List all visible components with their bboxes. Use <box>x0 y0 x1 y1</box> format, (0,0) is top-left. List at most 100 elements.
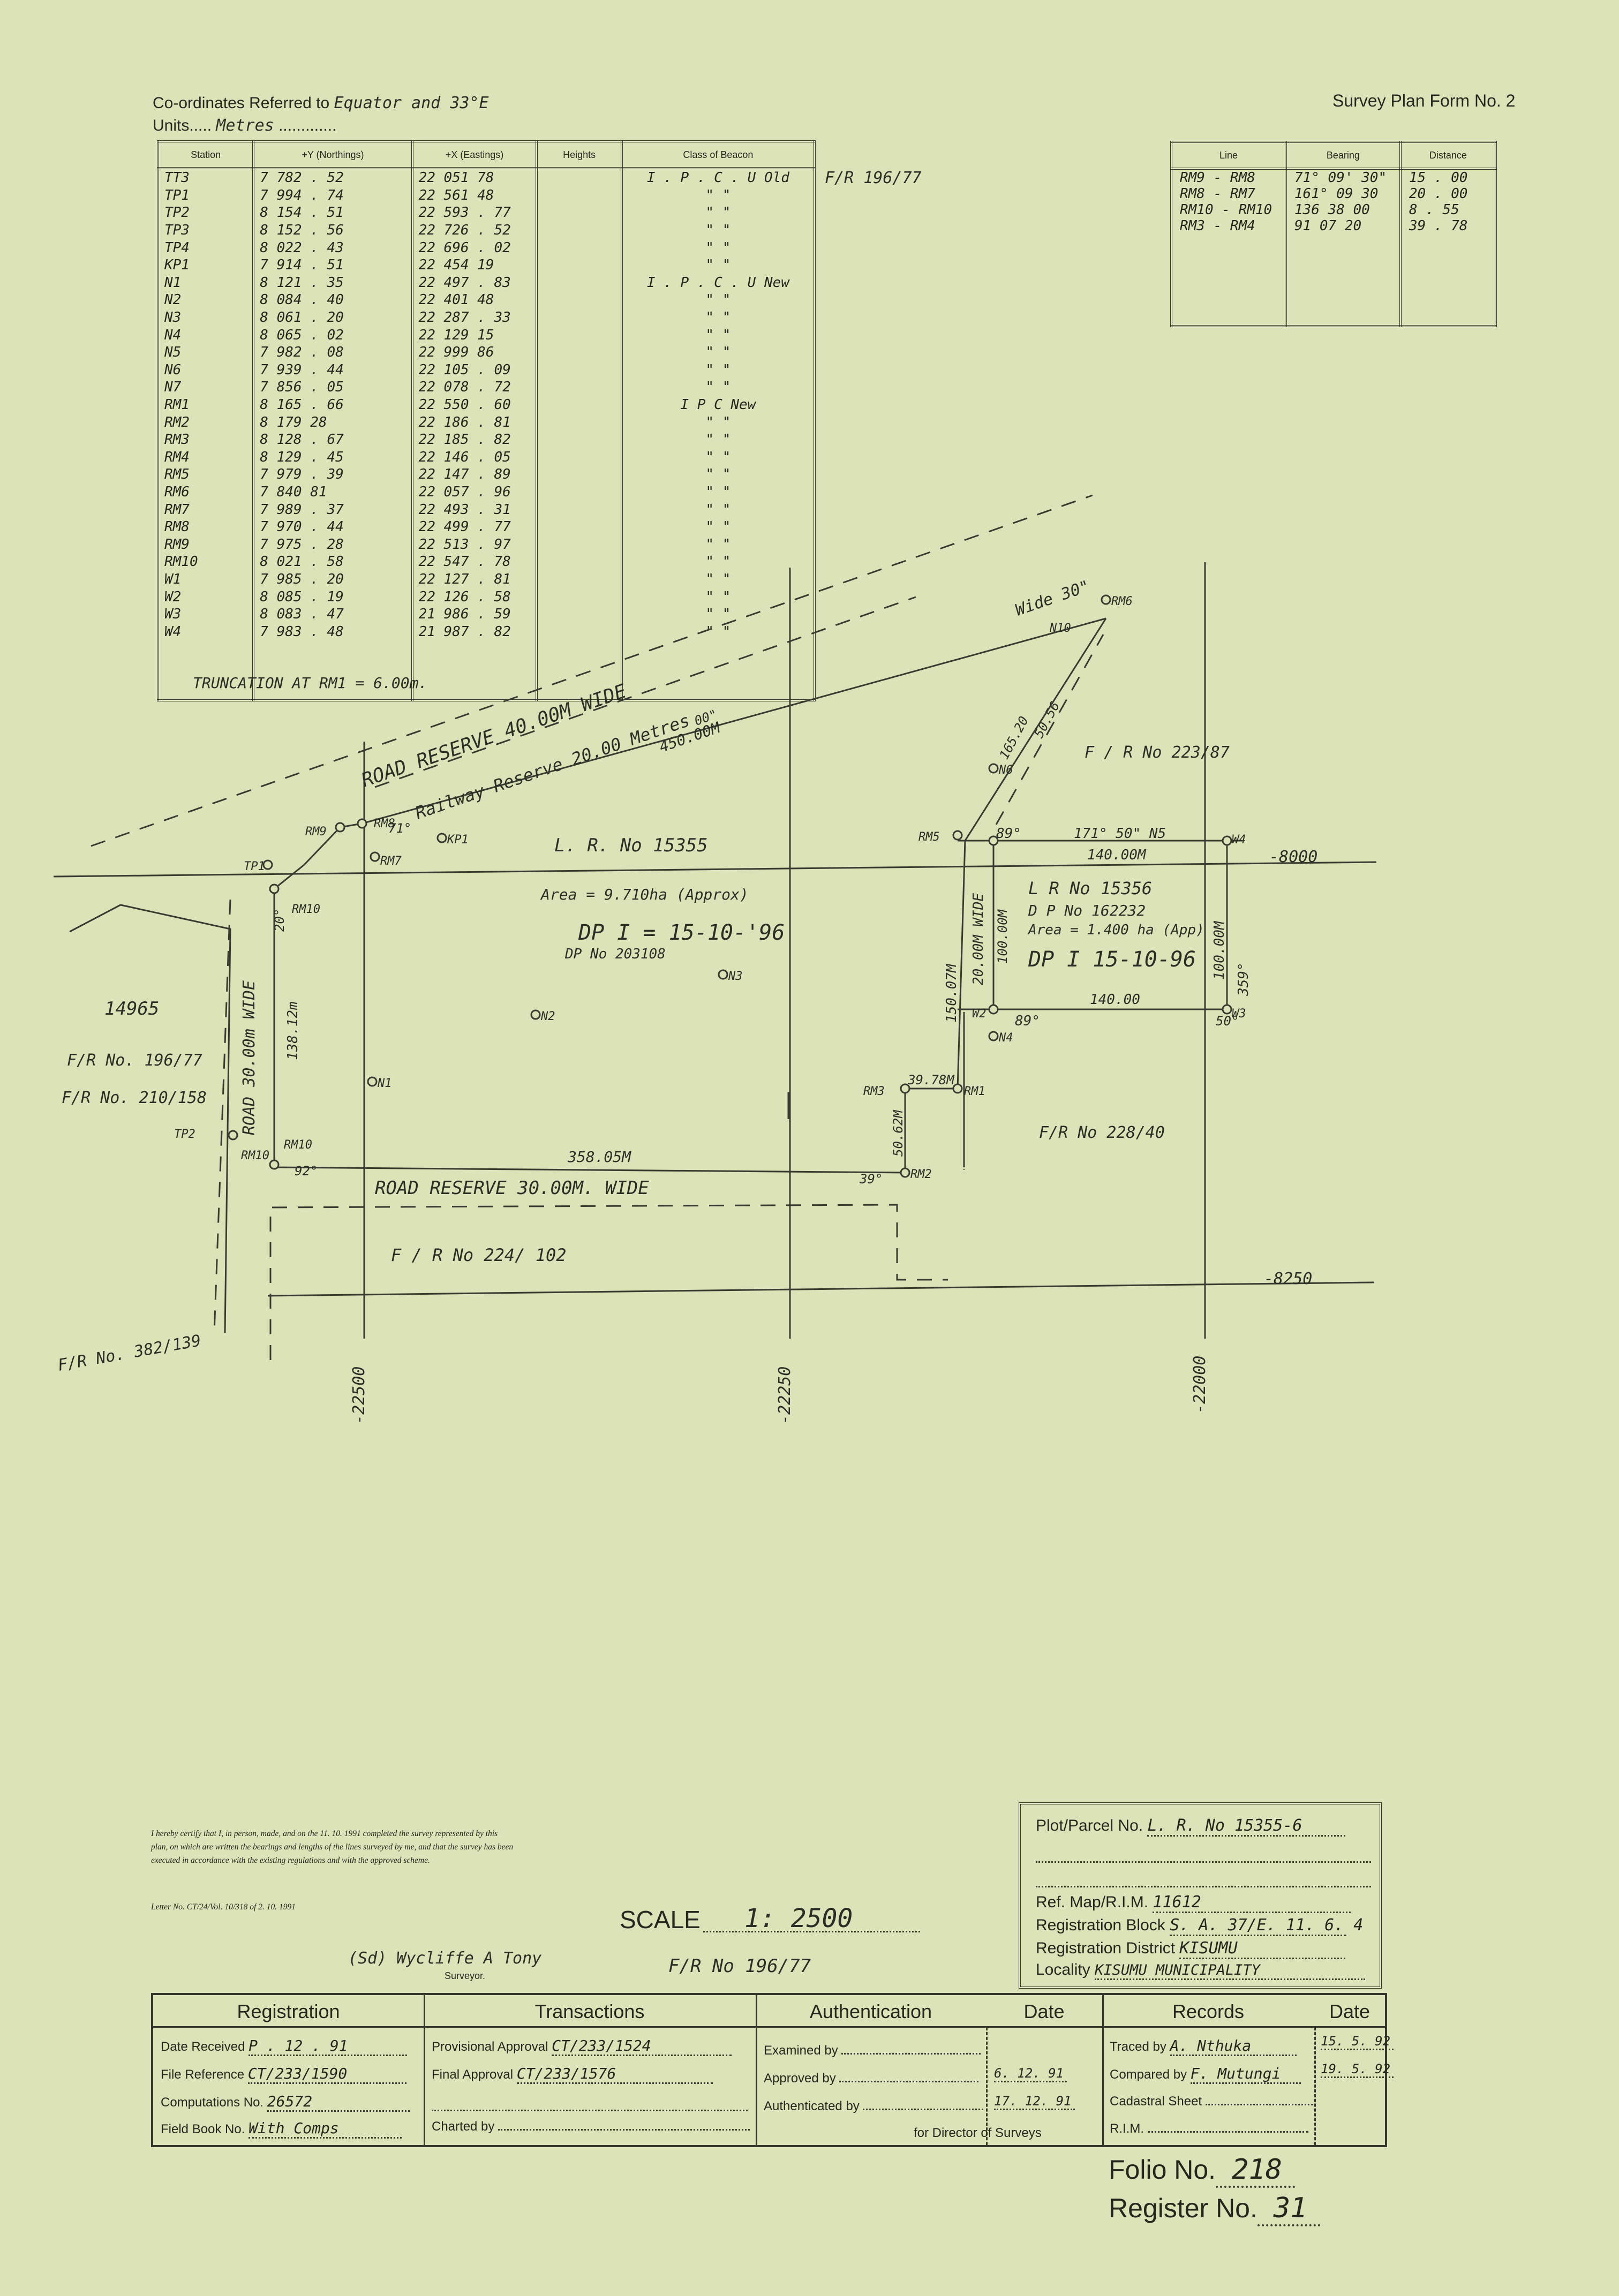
eastings-cell: 22 147 . 89 <box>411 466 538 484</box>
road-west-edge <box>213 899 231 1334</box>
certificate-letter: Letter No. CT/24/Vol. 10/318 of 2. 10. 1… <box>151 1902 296 1912</box>
northings-cell: 7 856 . 05 <box>252 379 413 396</box>
line-cell: RM3 - RM4 <box>1170 218 1287 234</box>
heights-cell <box>536 570 623 588</box>
label-rm5: RM5 <box>918 830 940 844</box>
dist-100-right-label: 100.00M <box>1211 920 1228 980</box>
eastings-cell: 22 999 86 <box>411 343 538 361</box>
date-heading-2: Date <box>1329 2000 1370 2022</box>
authenticated-dots <box>863 2109 984 2110</box>
station-cell: RM3 <box>156 430 255 449</box>
units-value: Metres <box>216 116 274 135</box>
file-ref-row: File Reference CT/233/1590 <box>161 2065 406 2084</box>
bearing-89-a-label: 89° <box>996 826 1021 842</box>
dp-162232-label: D P No 162232 <box>1028 902 1146 919</box>
beacon-n3 <box>718 969 728 980</box>
authenticated-label: Authenticated by <box>764 2099 860 2113</box>
compared-value: F. Mutungi <box>1190 2065 1301 2084</box>
spacer-cell <box>156 640 255 702</box>
col-station: Station <box>156 140 255 169</box>
fr-boundary-west <box>69 904 231 1334</box>
authenticated-row: Authenticated by <box>764 2099 984 2114</box>
bearing-92-label: 92° <box>295 1164 318 1179</box>
beacon-n2 <box>530 1009 541 1020</box>
bearing-71-label: 71° <box>388 821 411 836</box>
eastings-cell: 22 078 . 72 <box>411 379 538 396</box>
computations-value: 26572 <box>267 2093 410 2112</box>
heights-cell <box>536 466 623 484</box>
transactions-heading: Transactions <box>534 2000 645 2022</box>
fr-bottom-label: F/R No 196/77 <box>668 1955 811 1977</box>
charted-row: Charted by <box>432 2119 750 2134</box>
registration-heading: Registration <box>237 2000 340 2022</box>
beacon-rm1 <box>952 1083 963 1094</box>
form-title: Survey Plan Form No. 2 <box>1332 91 1516 110</box>
dist-5062-label: 50.62M <box>891 1109 906 1157</box>
prov-approval-row: Provisional Approval CT/233/1524 <box>432 2037 732 2056</box>
compared-date: 19. 5. 92 <box>1321 2061 1394 2078</box>
compared-label: Compared by <box>1110 2067 1187 2082</box>
heights-cell <box>536 186 623 205</box>
fr-223-87-label: F / R No 223/87 <box>1085 743 1230 762</box>
label-w3: W3 <box>1232 1007 1246 1021</box>
northings-cell: 8 121 . 35 <box>252 274 413 292</box>
label-rm2: RM2 <box>910 1168 932 1181</box>
fr-224-102-label: F / R No 224/ 102 <box>391 1245 567 1265</box>
eastings-cell: 22 057 . 96 <box>411 483 538 501</box>
authenticated-date: 17. 12. 91 <box>994 2094 1075 2110</box>
station-cell: N3 <box>156 308 255 327</box>
authenticated-date-value: 17. 12. 91 <box>994 2094 1075 2110</box>
eastings-cell: 22 513 . 97 <box>411 535 538 554</box>
northings-cell: 8 179 28 <box>252 413 413 431</box>
northings-cell: 8 022 . 43 <box>252 239 413 256</box>
eastings-cell: 22 550 . 60 <box>411 396 538 414</box>
heights-cell <box>536 168 623 187</box>
block-label: Registration Block <box>1036 1916 1165 1934</box>
col-eastings: +X (Eastings) <box>411 140 538 169</box>
northings-cell: 7 914 . 51 <box>252 256 413 274</box>
road-reserve-east-edge <box>995 634 1104 825</box>
eastings-cell: 22 051 78 <box>411 168 538 187</box>
fr-210-158-label: F/R No. 210/158 <box>62 1089 207 1107</box>
computations-label: Computations No. <box>161 2095 264 2110</box>
label-n1: N1 <box>377 1077 392 1090</box>
eastings-cell: 22 129 15 <box>411 326 538 344</box>
bearing-cell: 161° 09 30 <box>1284 186 1402 202</box>
coordinate-header: Co-ordinates Referred to Equator and 33°… <box>153 94 489 139</box>
col-distance: Distance <box>1399 141 1497 170</box>
heights-cell <box>536 518 623 536</box>
station-cell: TP2 <box>156 204 255 222</box>
grid-line-8000 <box>53 861 1377 878</box>
area-1-label: Area = 9.710ha (Approx) <box>540 886 749 903</box>
file-ref-label: File Reference <box>161 2067 245 2082</box>
label-rm7: RM7 <box>380 855 402 868</box>
label-rm10: RM10 <box>292 903 320 916</box>
heights-cell <box>536 535 623 554</box>
beacon-rm9 <box>335 822 345 833</box>
locality-value: KISUMU MUNICIPALITY <box>1095 1962 1366 1980</box>
beacon-rm5 <box>952 830 963 841</box>
traced-date-value: 15. 5. 92 <box>1321 2034 1394 2050</box>
scale-label: SCALE <box>620 1906 701 1934</box>
heights-cell <box>536 605 623 623</box>
eastings-cell: 22 561 48 <box>411 186 538 205</box>
final-approval-value: CT/233/1576 <box>516 2065 713 2084</box>
block-row: Registration Block S. A. 37/E. 11. 6. 4 <box>1036 1916 1363 1936</box>
scale-value: 1: 2500 <box>744 1904 853 1934</box>
parcel-info-box: Plot/Parcel No. L. R. No 15355-6 Ref. Ma… <box>1019 1802 1382 1989</box>
dist-140-top-label: 140.00M <box>1087 847 1147 863</box>
district-value: KISUMU <box>1179 1939 1346 1959</box>
beacon-class-cell: " " <box>620 326 816 344</box>
charted-label: Charted by <box>432 2119 495 2134</box>
grid-22000-label: -22000 <box>1191 1356 1209 1414</box>
bearing-359-label: 359° <box>1236 962 1252 996</box>
line-cell: RM10 - RM10 <box>1170 202 1287 218</box>
authentication-heading: Authentication <box>809 2000 932 2022</box>
fr-228-40-label: F/R No 228/40 <box>1039 1123 1165 1142</box>
wide-railway-label: Wide 30" <box>1013 577 1092 620</box>
road-left-label: ROAD 30.00m WIDE <box>240 980 259 1135</box>
